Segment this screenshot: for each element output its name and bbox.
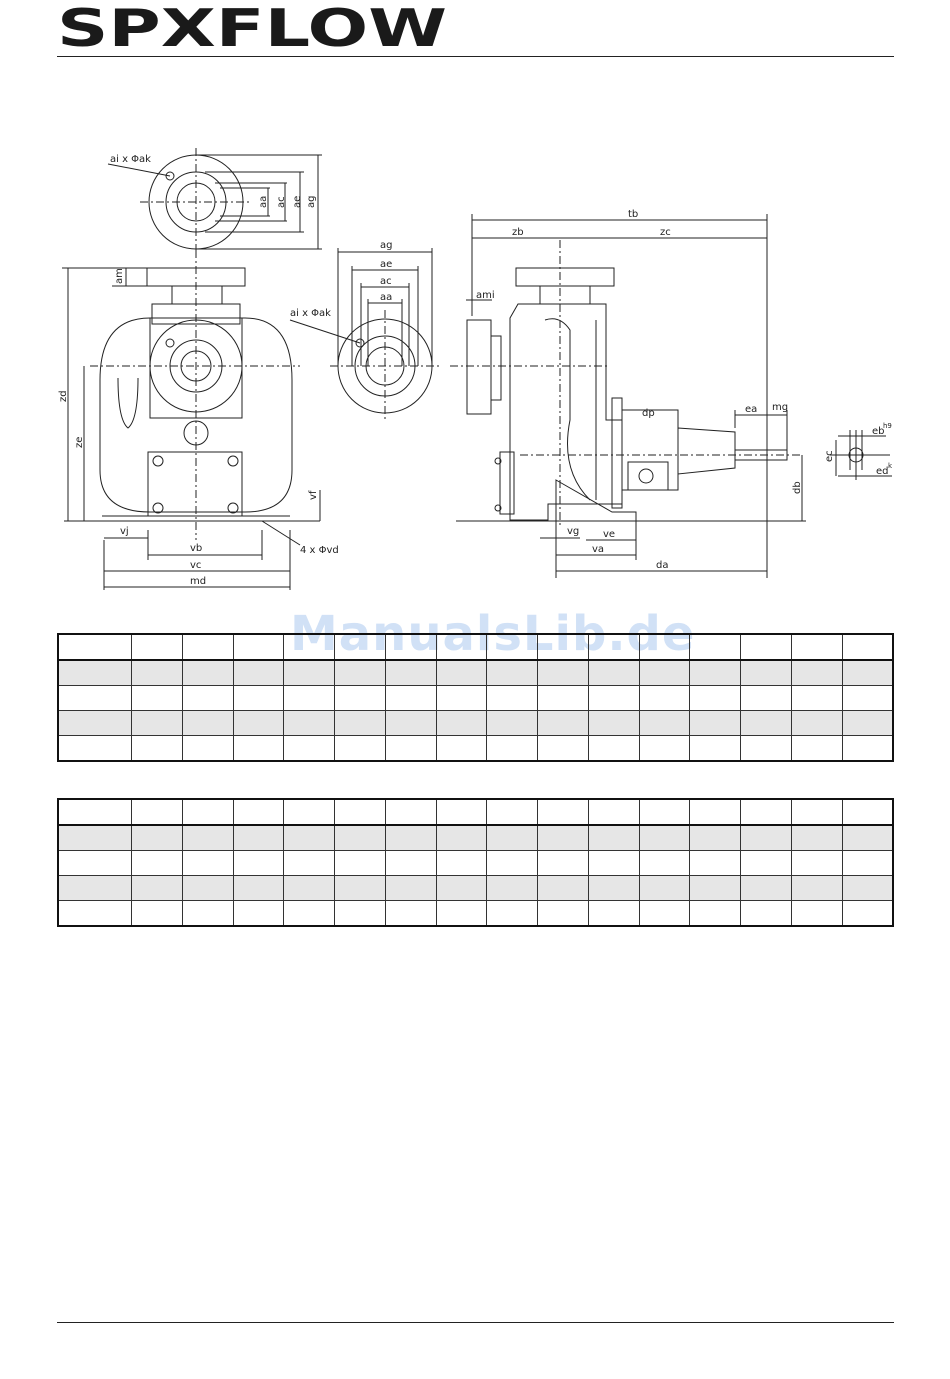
svg-text:eb: eb	[872, 426, 885, 437]
svg-text:ami: ami	[476, 290, 495, 301]
label-flange-holes-top: ai x Φak	[110, 154, 151, 165]
table-row	[57, 659, 894, 686]
svg-text:aa: aa	[258, 196, 269, 208]
spxflow-logo: SPXFLOW	[57, 2, 447, 50]
table-row	[57, 798, 894, 826]
svg-text:ag: ag	[306, 196, 317, 208]
svg-text:db: db	[792, 481, 803, 494]
svg-text:vj: vj	[120, 526, 129, 537]
svg-text:ae: ae	[380, 259, 392, 270]
svg-text:ve: ve	[603, 529, 615, 540]
svg-text:ae: ae	[292, 196, 303, 208]
side-flange-view	[289, 248, 440, 420]
table-row	[57, 875, 894, 901]
svg-text:zd: zd	[58, 390, 69, 402]
front-view	[62, 250, 321, 590]
svg-text:tb: tb	[628, 209, 638, 220]
svg-text:dp: dp	[642, 408, 655, 419]
svg-text:zc: zc	[660, 227, 671, 238]
dimension-table-1	[57, 633, 894, 762]
svg-text:vf: vf	[308, 490, 319, 500]
svg-text:zb: zb	[512, 227, 524, 238]
svg-text:da: da	[656, 560, 668, 571]
svg-text:h9: h9	[883, 422, 892, 430]
header-rule	[57, 56, 894, 57]
table-row	[57, 710, 894, 736]
svg-text:ac: ac	[380, 276, 392, 287]
svg-text:am: am	[114, 268, 125, 284]
table-row	[57, 824, 894, 851]
dimension-drawing: ai x Φak aa ac ae ag am zd ze vj vb vc m…	[58, 148, 893, 590]
svg-text:mg: mg	[772, 402, 788, 413]
svg-text:ea: ea	[745, 404, 757, 415]
svg-text:ed: ed	[876, 466, 889, 477]
logo-text: SPXFLOW	[57, 2, 447, 50]
top-flange-view	[107, 148, 322, 256]
table-row	[57, 685, 894, 711]
dimension-labels: ai x Φak aa ac ae ag am zd ze vj vb vc m…	[58, 154, 893, 587]
svg-text:ag: ag	[380, 240, 392, 251]
svg-text:vg: vg	[567, 526, 579, 537]
shaft-end-detail	[830, 430, 892, 480]
svg-text:vb: vb	[190, 543, 202, 554]
svg-text:ac: ac	[276, 196, 287, 208]
svg-text:md: md	[190, 576, 206, 587]
svg-text:k: k	[888, 462, 893, 470]
label-flange-holes-mid: ai x Φak	[290, 308, 331, 319]
svg-text:ec: ec	[824, 450, 835, 462]
svg-text:4 x Φvd: 4 x Φvd	[300, 545, 339, 556]
svg-text:vc: vc	[190, 560, 201, 571]
table-row	[57, 900, 894, 927]
side-view	[450, 214, 806, 578]
svg-text:va: va	[592, 544, 604, 555]
table-row	[57, 850, 894, 876]
footer-rule	[57, 1322, 894, 1323]
table-row	[57, 735, 894, 762]
dimension-table-2	[57, 798, 894, 927]
svg-text:aa: aa	[380, 292, 392, 303]
table-row	[57, 633, 894, 661]
svg-text:ze: ze	[74, 437, 85, 448]
